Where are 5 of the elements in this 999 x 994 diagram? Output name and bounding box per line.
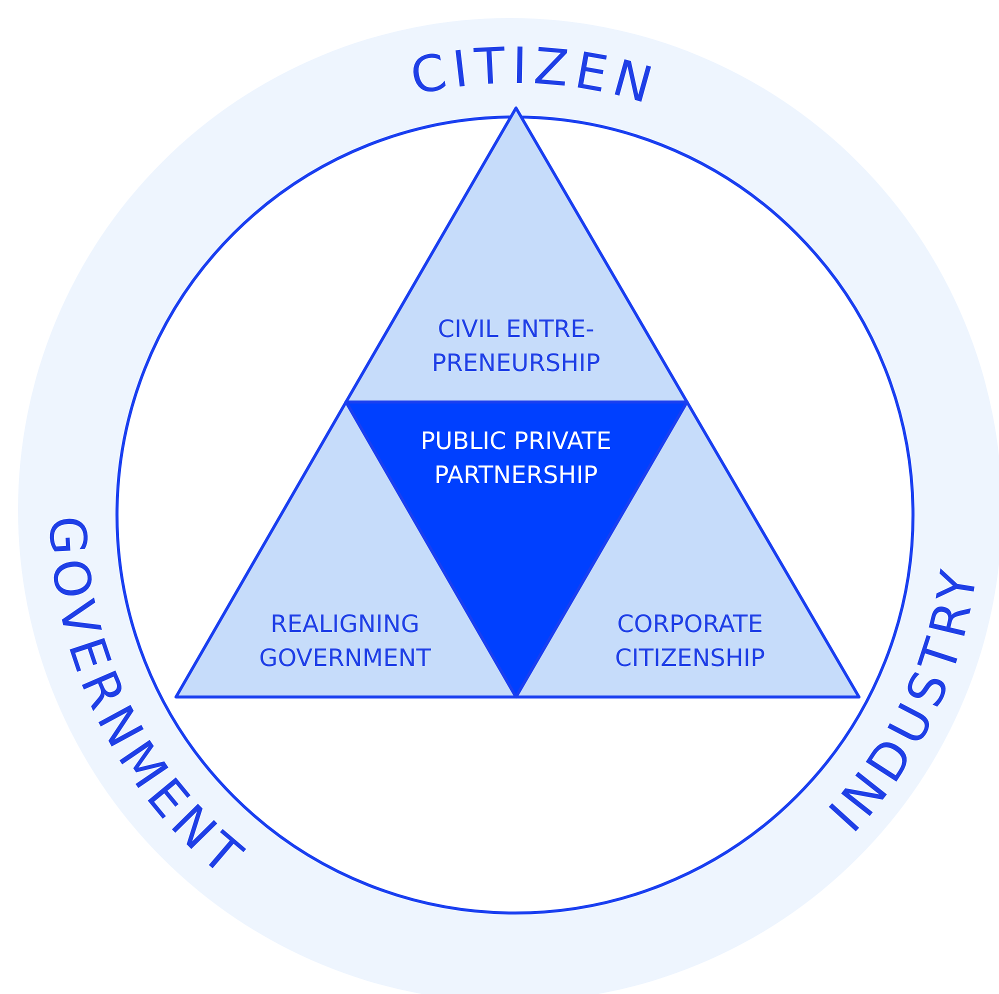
- segment-label: CIVIL ENTRE- PRENEURSHIP: [430, 314, 602, 379]
- segment-label: CORPORATE CITIZENSHIP: [614, 609, 766, 674]
- ring-label: CITIZEN: [406, 36, 664, 116]
- segment-label: PUBLIC PRIVATE PARTNERSHIP: [420, 426, 612, 491]
- segment-label: REALIGNING GOVERNMENT: [258, 609, 432, 674]
